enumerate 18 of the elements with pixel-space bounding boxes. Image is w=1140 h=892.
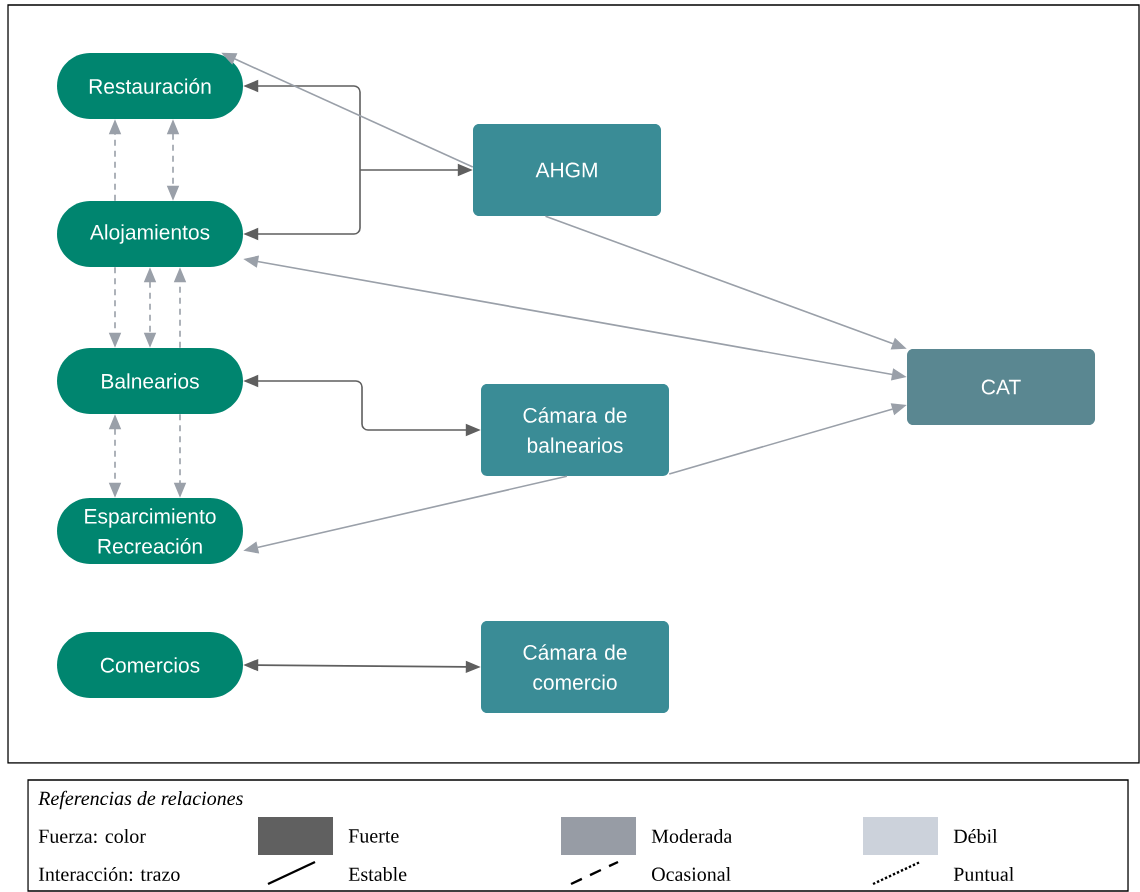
process-box: AHGM: [473, 124, 661, 216]
legend-label: Débil: [953, 828, 998, 844]
process-box: Cámara de comercio: [481, 621, 669, 713]
legend-label: Ocasional: [652, 866, 731, 882]
process-box: Cámara de balnearios: [481, 384, 669, 476]
legend-label: Fuerte: [348, 829, 399, 843]
pill-node: Comercios: [57, 632, 243, 698]
legend-row-label: Fuerza: color: [38, 828, 146, 844]
legend-title: Referencias de relaciones: [38, 790, 243, 810]
pill-node: Restauración: [57, 53, 243, 119]
pill-node: Balnearios: [57, 348, 243, 414]
legend-label: Puntual: [953, 866, 1014, 882]
legend-row-label: Interacción: trazo: [38, 866, 180, 882]
legend-label: Moderada: [651, 828, 732, 844]
pill-node: Alojamientos: [57, 201, 243, 267]
legend-label: Estable: [348, 866, 407, 882]
pill-node: Esparcimiento Recreación: [57, 498, 243, 564]
process-box: CAT: [907, 349, 1095, 425]
